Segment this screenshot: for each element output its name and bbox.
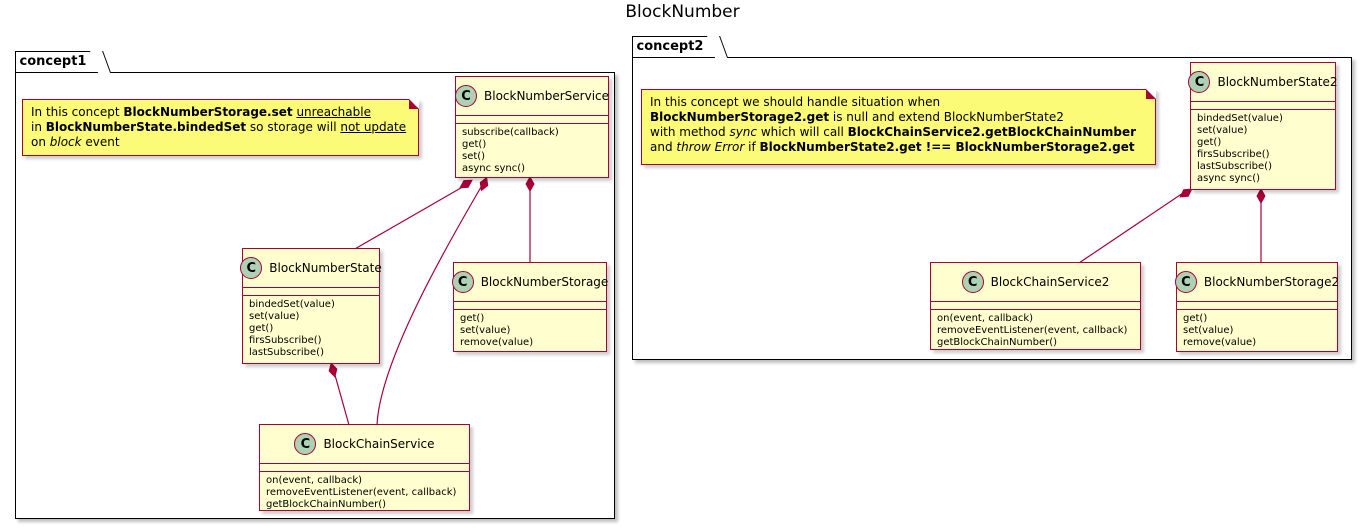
class-method: get() [249, 323, 274, 334]
class-blocknumberstate: C BlockNumberState bindedSet(value)set(val… [240, 248, 382, 364]
note-concept1: In this concept BlockNumberStorage.set u… [22, 99, 419, 156]
class-name: BlockNumberStorage [480, 275, 609, 289]
class-methods: bindedSet(value)set(value)get()firsSubsc… [243, 296, 379, 363]
class-method: get() [462, 139, 487, 150]
package-concept2-label: concept2 [631, 36, 719, 57]
class-c-icon: C [1188, 71, 1211, 93]
class-method: firsSubscribe() [1197, 149, 1270, 160]
class-method: get() [1183, 313, 1208, 324]
class-name: BlockNumberState2 [1217, 75, 1338, 89]
class-method: lastSubscribe() [1197, 161, 1272, 172]
class-method: on(event, callback) [937, 313, 1034, 324]
class-name: BlockChainService [323, 437, 435, 451]
class-method: set() [462, 151, 486, 162]
class-method: set(value) [1197, 125, 1248, 136]
class-method: remove(value) [1183, 337, 1257, 348]
note-concept2: In this concept we should handle situati… [641, 89, 1156, 165]
class-method: get() [1197, 137, 1222, 148]
class-method: firsSubscribe() [249, 335, 322, 346]
class-method: async sync() [462, 163, 526, 174]
class-method: get() [460, 313, 485, 324]
class-header: C BlockNumberStorage2 [1174, 263, 1340, 302]
class-c-icon: C [240, 257, 263, 279]
class-method: on(event, callback) [266, 475, 363, 486]
class-methods: on(event, callback)removeEventListener(e… [931, 310, 1140, 353]
class-header: C BlockChainService [260, 425, 469, 464]
class-header: C BlockNumberState2 [1188, 63, 1338, 102]
class-name: BlockNumberState [269, 261, 382, 275]
class-methods: on(event, callback)removeEventListener(e… [260, 472, 469, 515]
diagram-title: BlockNumber [625, 2, 740, 22]
class-method: bindedSet(value) [1197, 113, 1283, 124]
class-header: C BlockChainService2 [931, 263, 1140, 302]
class-method: remove(value) [460, 337, 534, 348]
class-method: set(value) [249, 311, 300, 322]
class-method: lastSubscribe() [249, 347, 324, 358]
class-method: set(value) [1183, 325, 1234, 336]
class-methods: get()set(value)remove(value) [454, 310, 606, 353]
class-methods: get()set(value)remove(value) [1177, 310, 1337, 353]
class-fields-compartment [456, 116, 608, 124]
class-fields-compartment [454, 302, 606, 310]
class-blocknumberstorage2: C BlockNumberStorage2 get()set(value)remov… [1174, 262, 1340, 353]
class-fields-compartment [1177, 302, 1337, 310]
class-c-icon: C [294, 433, 317, 455]
class-methods: subscribe(callback)get()set()async sync(… [456, 124, 608, 179]
class-fields-compartment [260, 464, 469, 472]
class-c-icon: C [455, 85, 477, 107]
class-name: BlockNumberStorage2 [1203, 275, 1340, 289]
class-method: removeEventListener(event, callback) [937, 325, 1128, 336]
class-methods: bindedSet(value)set(value)get()firsSubsc… [1191, 110, 1335, 189]
class-method: bindedSet(value) [249, 299, 335, 310]
class-c-icon: C [451, 271, 474, 293]
class-blocknumberstate2: C BlockNumberState2 bindedSet(value)set(va… [1188, 62, 1338, 190]
class-method: async sync() [1197, 173, 1261, 184]
class-method: removeEventListener(event, callback) [266, 487, 457, 498]
class-method: getBlockChainNumber() [266, 499, 387, 510]
class-method: getBlockChainNumber() [937, 337, 1058, 348]
class-blockchainservice: C BlockChainService on(event, callback)rem… [259, 424, 470, 511]
package-concept1-label: concept1 [14, 51, 102, 72]
class-name: BlockNumberService [484, 89, 610, 103]
class-method: subscribe(callback) [462, 127, 559, 138]
class-header: C BlockNumberState [240, 249, 382, 288]
class-blockchainservice2: C BlockChainService2 on(event, callback)re… [930, 262, 1141, 350]
class-header: C BlockNumberService [455, 77, 610, 116]
class-fields-compartment [243, 288, 379, 296]
class-fields-compartment [1191, 102, 1335, 110]
class-fields-compartment [931, 302, 1140, 310]
class-method: set(value) [460, 325, 511, 336]
class-c-icon: C [961, 271, 984, 293]
class-header: C BlockNumberStorage [451, 263, 609, 302]
class-blocknumberstorage: C BlockNumberStorage get()set(value)remove… [451, 262, 609, 353]
class-name: BlockChainService2 [990, 275, 1110, 289]
class-blocknumberservice: C BlockNumberService subscribe(callback)ge… [455, 76, 609, 178]
class-c-icon: C [1174, 271, 1197, 293]
